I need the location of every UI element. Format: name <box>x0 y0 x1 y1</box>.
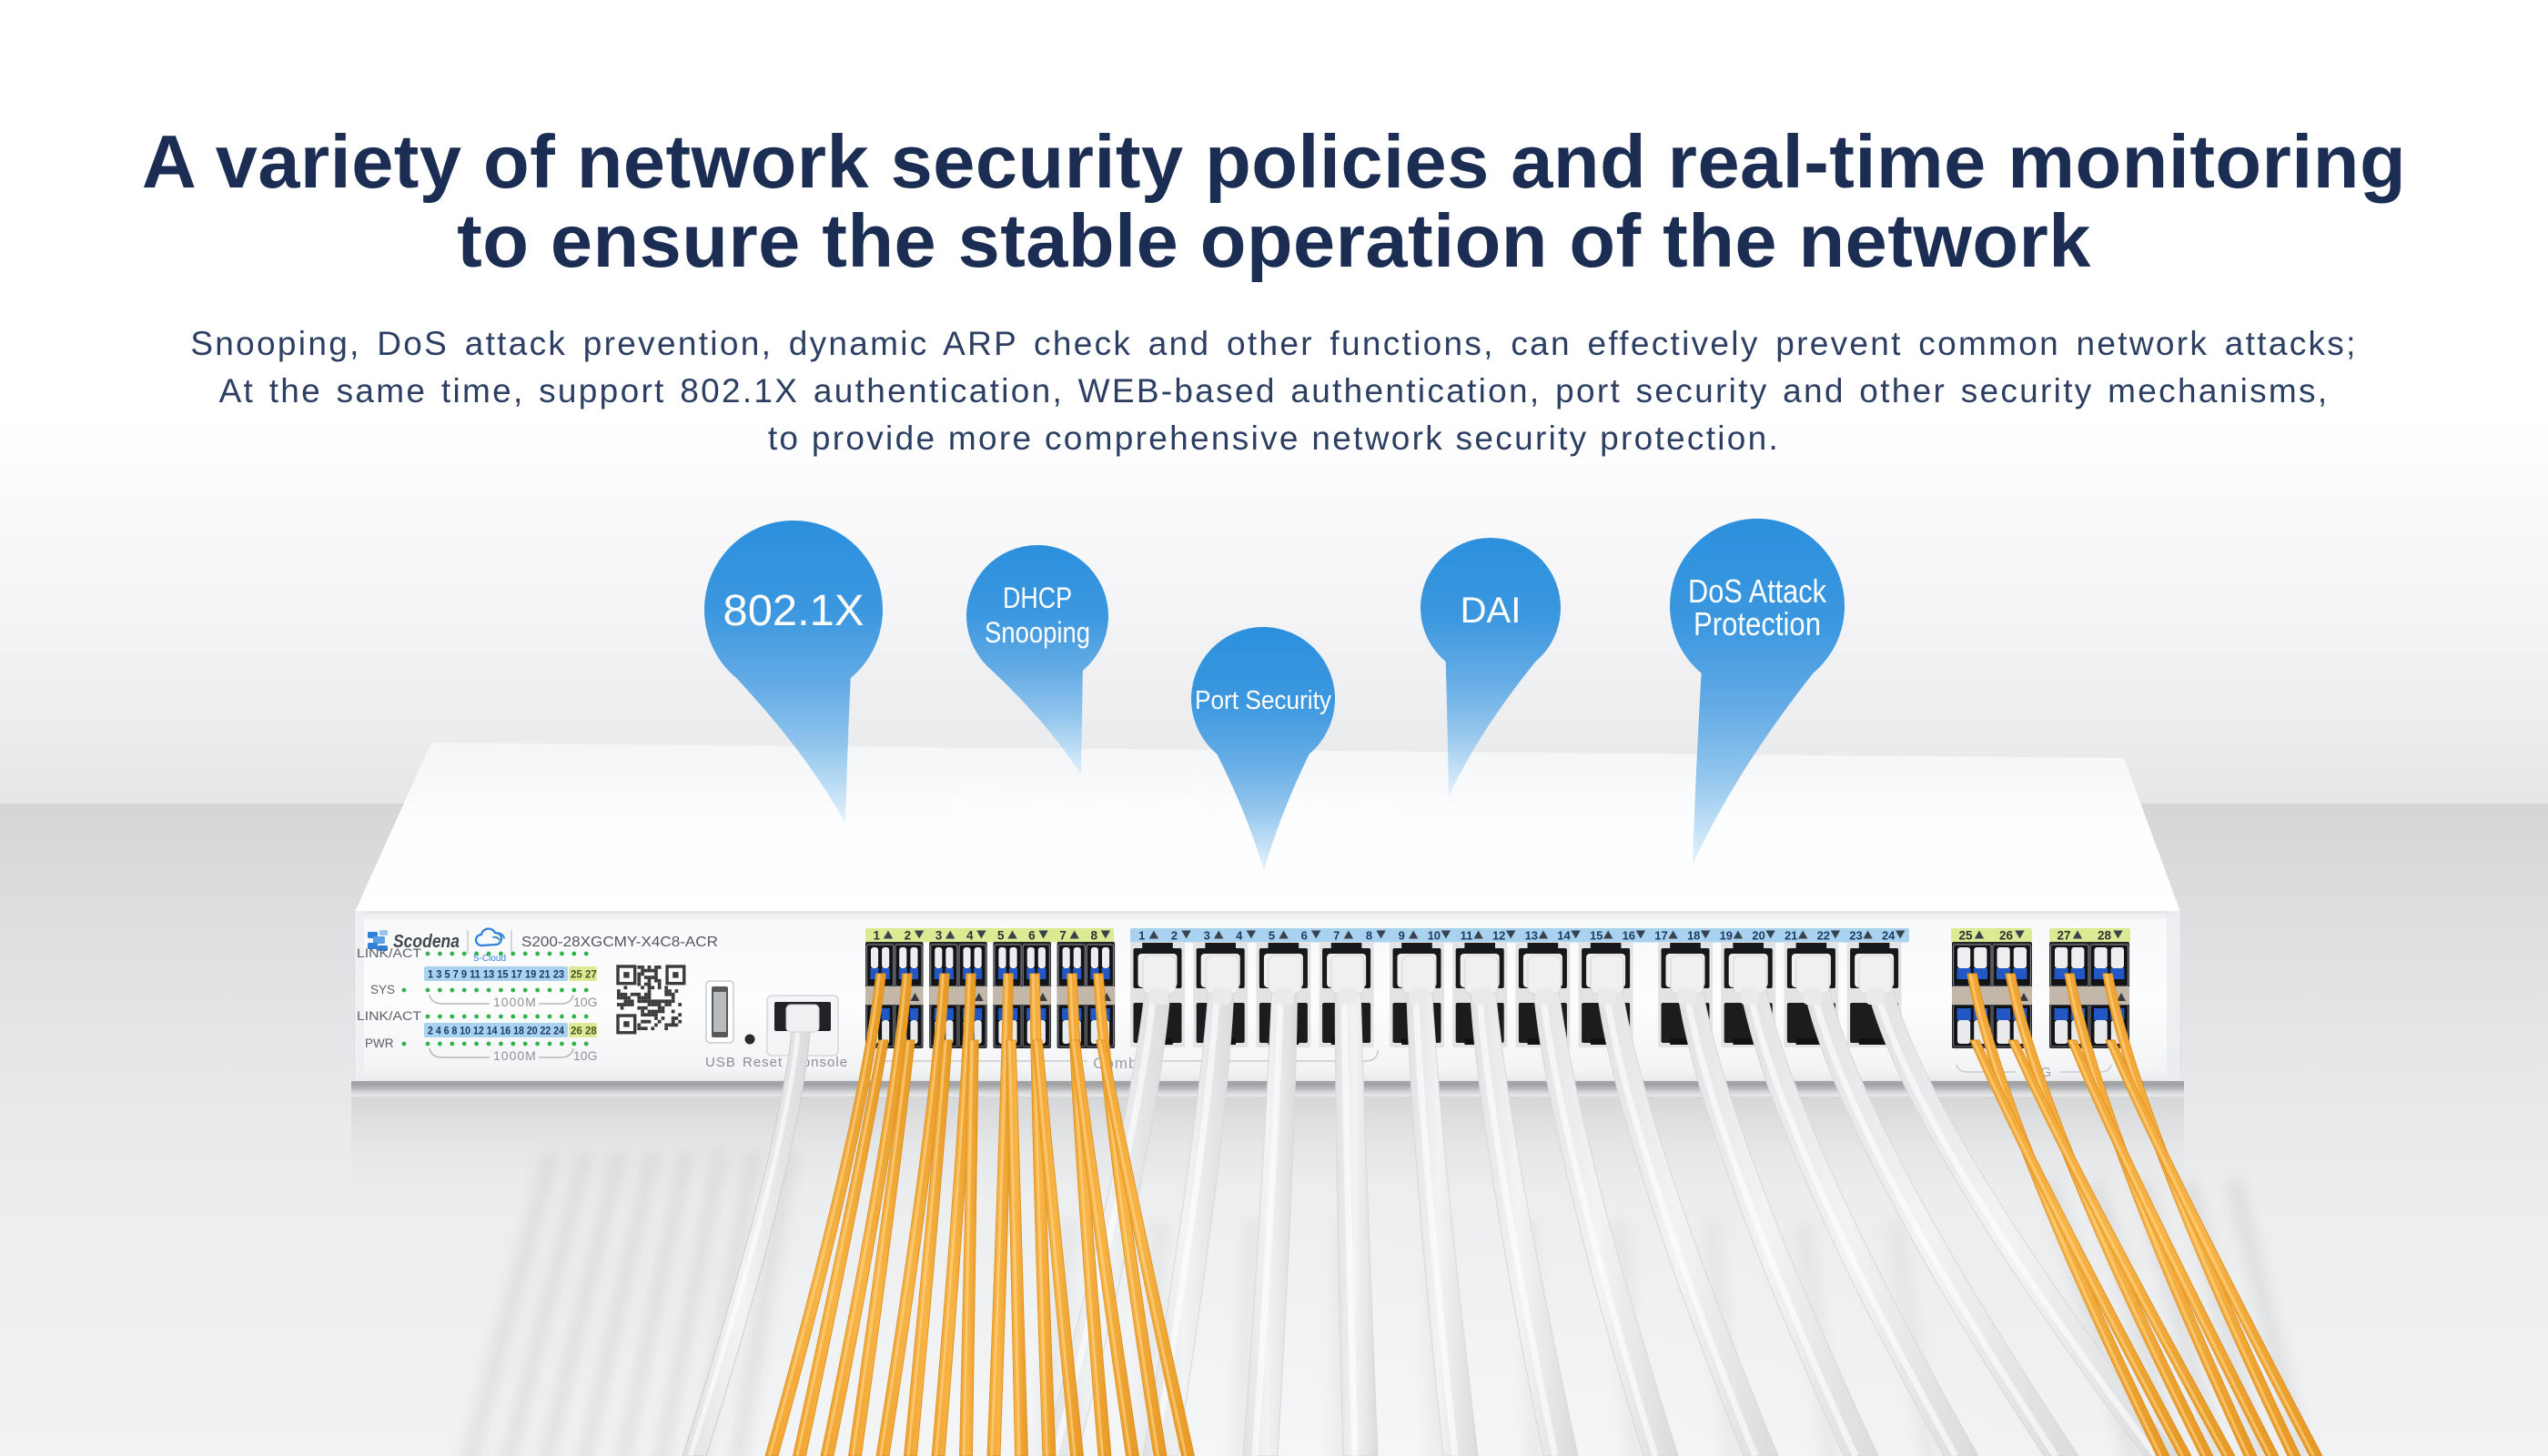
svg-text:7: 7 <box>1059 929 1067 943</box>
svg-text:SYS: SYS <box>370 983 395 996</box>
svg-text:5: 5 <box>997 929 1005 943</box>
svg-text:1000M: 1000M <box>493 995 537 1009</box>
svg-text:2 4 6 8 10 12 14 16 18 20 22 2: 2 4 6 8 10 12 14 16 18 20 22 24 <box>428 1026 565 1037</box>
svg-text:19: 19 <box>1720 929 1733 943</box>
svg-text:11: 11 <box>1461 929 1473 943</box>
svg-text:Port Security: Port Security <box>1195 686 1331 715</box>
svg-text:9: 9 <box>1399 929 1405 943</box>
svg-text:14: 14 <box>1557 929 1571 943</box>
svg-text:10G: 10G <box>573 1048 597 1063</box>
svg-text:26: 26 <box>1999 929 2014 943</box>
svg-text:8: 8 <box>1090 929 1097 943</box>
svg-text:6: 6 <box>1028 929 1036 943</box>
svg-text:2: 2 <box>1171 929 1178 943</box>
svg-text:Scodena: Scodena <box>393 932 460 952</box>
svg-text:DHCP: DHCP <box>1003 581 1072 614</box>
svg-text:25 27: 25 27 <box>571 970 597 981</box>
svg-text:LINK/ACT: LINK/ACT <box>357 1009 421 1023</box>
svg-text:15: 15 <box>1590 929 1603 943</box>
svg-text:DoS Attack: DoS Attack <box>1688 572 1827 610</box>
svg-text:10: 10 <box>1428 929 1441 943</box>
svg-text:S-Cloud: S-Cloud <box>473 954 506 964</box>
svg-text:Reset: Reset <box>743 1055 783 1070</box>
svg-text:LINK/ACT: LINK/ACT <box>357 946 421 960</box>
svg-text:28: 28 <box>2098 929 2112 943</box>
svg-text:6: 6 <box>1301 929 1308 943</box>
svg-text:16: 16 <box>1623 929 1635 943</box>
svg-text:2: 2 <box>905 929 912 943</box>
svg-text:802.1X: 802.1X <box>723 587 864 635</box>
svg-text:24: 24 <box>1882 929 1896 943</box>
svg-text:22: 22 <box>1817 929 1830 943</box>
svg-text:1000M: 1000M <box>493 1048 537 1063</box>
svg-text:3: 3 <box>1204 929 1210 943</box>
svg-text:17: 17 <box>1654 929 1667 943</box>
svg-text:21: 21 <box>1785 929 1797 943</box>
svg-text:DAI: DAI <box>1461 591 1522 631</box>
svg-text:23: 23 <box>1849 929 1862 943</box>
svg-text:5: 5 <box>1269 929 1275 943</box>
svg-text:12: 12 <box>1492 929 1505 943</box>
svg-text:20: 20 <box>1752 929 1764 943</box>
svg-text:PWR: PWR <box>365 1036 394 1050</box>
svg-text:1: 1 <box>1138 929 1145 943</box>
svg-text:4: 4 <box>1236 929 1243 943</box>
svg-text:Protection: Protection <box>1694 605 1821 642</box>
svg-text:25: 25 <box>1958 929 1973 943</box>
svg-text:26 28: 26 28 <box>571 1026 597 1037</box>
svg-text:S200-28XGCMY-X4C8-ACR: S200-28XGCMY-X4C8-ACR <box>521 935 718 950</box>
svg-text:1 3 5 7 9 11 13 15 17 19 21 23: 1 3 5 7 9 11 13 15 17 19 21 23 <box>428 970 564 981</box>
svg-text:10G: 10G <box>573 995 597 1009</box>
svg-text:4: 4 <box>966 929 974 943</box>
svg-text:7: 7 <box>1333 929 1340 943</box>
svg-text:13: 13 <box>1525 929 1538 943</box>
svg-text:USB: USB <box>705 1055 736 1070</box>
svg-text:8: 8 <box>1366 929 1372 943</box>
svg-text:18: 18 <box>1687 929 1700 943</box>
svg-text:1: 1 <box>874 929 881 943</box>
svg-text:3: 3 <box>935 929 943 943</box>
svg-text:Scodena: Scodena <box>946 766 1409 868</box>
svg-text:27: 27 <box>2057 929 2070 943</box>
svg-text:Snooping: Snooping <box>985 616 1090 649</box>
